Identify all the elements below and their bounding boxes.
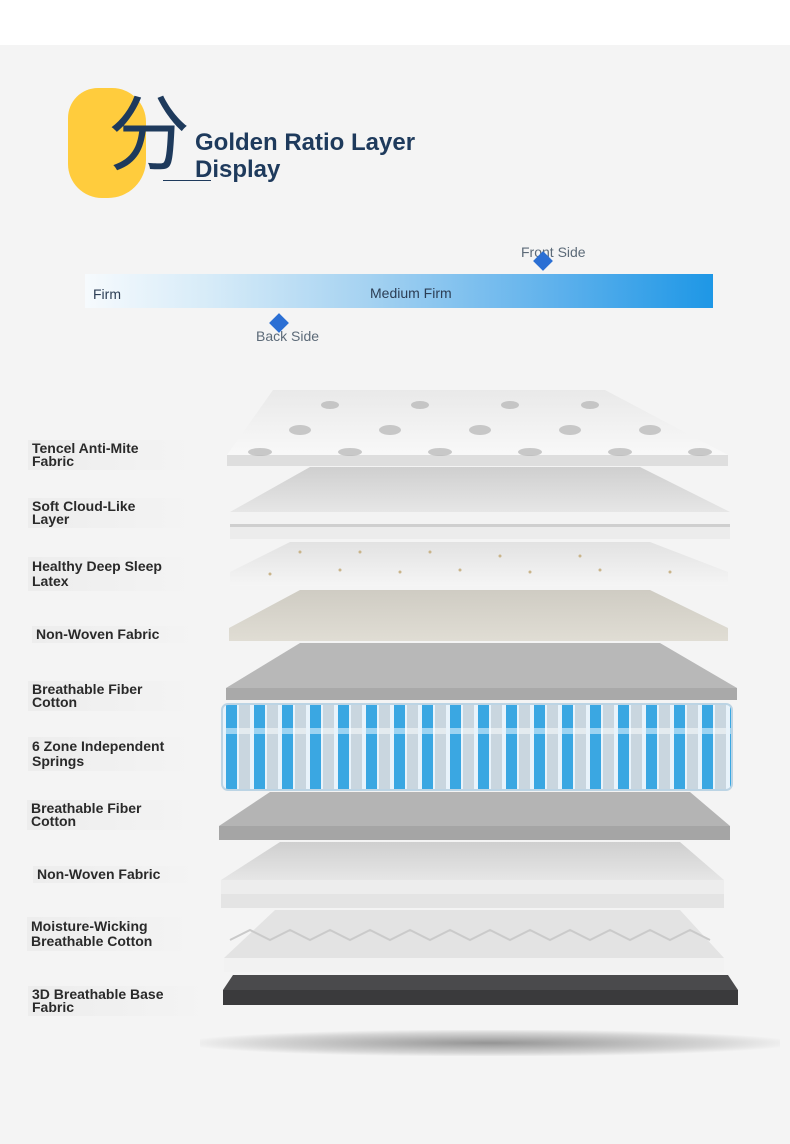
layer-tencel-fabric bbox=[227, 390, 728, 466]
layer-label-line: Moisture-Wicking bbox=[31, 918, 148, 934]
layer-base-fabric bbox=[223, 975, 738, 1005]
stack-shadow bbox=[200, 1030, 780, 1056]
layer-label-moisture: Moisture-Wicking Breathable Cotton bbox=[27, 917, 195, 951]
layer-label-fiber-bottom: Breathable Fiber Cotton bbox=[27, 800, 195, 830]
layer-label-line: Springs bbox=[32, 753, 85, 769]
title-line-1: Golden Ratio Layer bbox=[195, 129, 416, 156]
layer-nonwoven-bottom bbox=[221, 842, 724, 908]
page-title: Golden Ratio Layer Display bbox=[195, 129, 455, 183]
layer-fiber-bottom bbox=[219, 792, 730, 840]
layer-label-line: Non-Woven Fabric bbox=[37, 866, 161, 882]
layer-moisture-cotton bbox=[224, 910, 724, 972]
layer-label-line: Layer bbox=[32, 511, 70, 527]
layer-label-base: 3D Breathable Base Fabric bbox=[28, 986, 211, 1016]
layer-label-line: Cotton bbox=[31, 813, 77, 829]
layer-label-line: Latex bbox=[32, 573, 69, 589]
layer-label-line: 3D Breathable Base Fabric bbox=[32, 986, 164, 1015]
layer-latex bbox=[230, 542, 728, 586]
layer-nonwoven-top bbox=[229, 590, 728, 641]
layer-label-line: Cotton bbox=[32, 694, 78, 710]
layer-fiber-top bbox=[226, 643, 737, 700]
layer-label-line: Tencel Anti-Mite bbox=[32, 440, 139, 456]
layer-label-line: Soft Cloud-Like bbox=[32, 498, 136, 514]
back-side-label: Back Side bbox=[256, 328, 320, 344]
layer-label-line: Breathable Fiber bbox=[32, 681, 143, 697]
layer-label-nonwoven-bottom: Non-Woven Fabric bbox=[33, 866, 201, 883]
firm-label: Firm bbox=[93, 286, 121, 302]
layer-cloud-soft bbox=[230, 467, 730, 539]
layer-label-line: Non-Woven Fabric bbox=[36, 626, 160, 642]
layer-label-line: Fabric bbox=[32, 453, 75, 469]
layer-label-line: Healthy Deep Sleep bbox=[32, 558, 162, 574]
layer-label-line: Breathable Fiber bbox=[31, 800, 142, 816]
layer-label-line: 6 Zone Independent bbox=[32, 738, 165, 754]
logo-character: 分 bbox=[108, 88, 191, 183]
title-line-2: Display bbox=[195, 156, 281, 183]
layer-label-nonwoven-top: Non-Woven Fabric bbox=[32, 626, 200, 643]
layer-label-tencel: Tencel Anti-Mite Fabric bbox=[28, 440, 196, 470]
logo-underline bbox=[163, 180, 211, 181]
medium-firm-label: Medium Firm bbox=[370, 285, 452, 301]
brand-logo: 分 bbox=[68, 88, 211, 198]
logo-yellow-shape bbox=[68, 88, 146, 198]
layer-springs bbox=[221, 703, 733, 791]
layer-label-cloud: Soft Cloud-Like Layer bbox=[28, 498, 196, 528]
firmness-scale-bar bbox=[85, 274, 713, 308]
layer-label-springs: 6 Zone Independent Springs bbox=[28, 737, 196, 771]
layer-label-line: Breathable Cotton bbox=[31, 933, 153, 949]
layer-label-latex: Healthy Deep Sleep Latex bbox=[28, 557, 196, 591]
layer-label-fiber-top: Breathable Fiber Cotton bbox=[28, 681, 196, 711]
